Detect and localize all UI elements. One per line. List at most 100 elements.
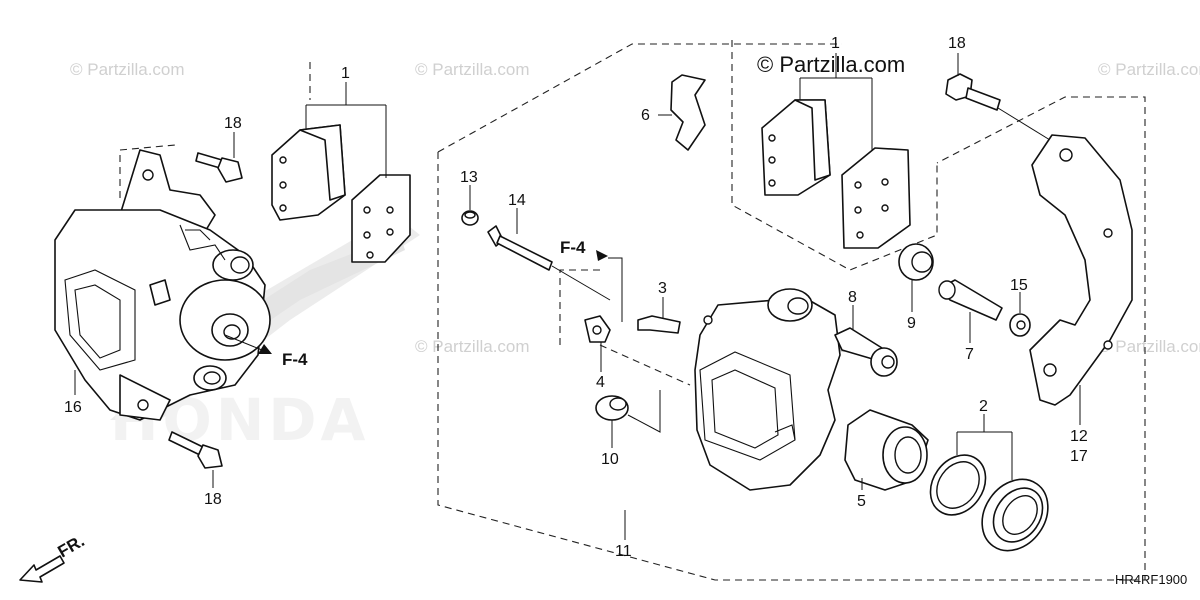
- callout-17: 17: [1070, 448, 1088, 465]
- pad-spring: [185, 229, 211, 241]
- bracket-pin[interactable]: [938, 279, 1003, 321]
- callout-18: 18: [948, 35, 966, 52]
- pad-hole: [363, 231, 371, 239]
- caliper-bracket[interactable]: [1029, 134, 1133, 406]
- bracket-hole: [1059, 148, 1073, 162]
- bleeder-valve: [149, 279, 171, 306]
- brake-pads-right[interactable]: [761, 99, 911, 249]
- callout-14: 14: [508, 192, 526, 209]
- callout-13: 13: [460, 169, 478, 186]
- caliper-face: [64, 269, 136, 371]
- dashed-outline: [599, 344, 691, 386]
- callout-11: 11: [615, 543, 632, 560]
- valve-body: [637, 315, 681, 334]
- callout-8: 8: [848, 289, 857, 306]
- watermark-text: © Partzilla.com: [1098, 337, 1200, 356]
- caliper-assembly-left[interactable]: [54, 149, 272, 421]
- caliper-body-right[interactable]: [694, 288, 841, 491]
- callout-12: 12: [1070, 428, 1088, 445]
- brake-pad-lining: [794, 99, 831, 181]
- callout-7: 7: [965, 346, 974, 363]
- callout-10: 10: [601, 451, 619, 468]
- pin-boot[interactable]: [595, 390, 661, 433]
- watermark-main: © Partzilla.com: [757, 52, 905, 77]
- piston-bore-inner: [223, 324, 241, 340]
- bolt-top-left[interactable]: [195, 152, 243, 183]
- pin-leader: [551, 265, 611, 301]
- bleeder-screw[interactable]: [584, 315, 611, 343]
- pad-hole: [386, 228, 394, 236]
- lower-boss-hole: [203, 371, 221, 385]
- bolt-head: [197, 444, 223, 469]
- caliper-rib: [774, 424, 796, 441]
- arrow-head-icon: [258, 344, 272, 354]
- pad-hole: [881, 178, 889, 186]
- dashed-outline: [559, 269, 600, 345]
- pin-boss-hole: [230, 256, 250, 274]
- pad-hole: [279, 181, 287, 189]
- bracket-hole: [1103, 228, 1113, 238]
- boot-leader: [627, 390, 661, 433]
- pin-head-inner: [881, 355, 895, 369]
- callout-3: 3: [658, 280, 667, 297]
- bracket-hole: [1103, 340, 1113, 350]
- pad-hole: [856, 231, 864, 239]
- pad-hole: [854, 181, 862, 189]
- callout-leader: [799, 53, 873, 150]
- washer[interactable]: [1009, 313, 1031, 337]
- brake-pad: [351, 174, 411, 263]
- bracket-hole: [1043, 363, 1057, 377]
- pad-hole: [279, 204, 287, 212]
- slide-pin[interactable]: [834, 327, 898, 377]
- front-arrow-icon: [19, 555, 65, 583]
- brake-pads-left[interactable]: [271, 124, 411, 263]
- pad-hole: [386, 206, 394, 214]
- pin-boss-hole: [787, 297, 809, 315]
- callout-2: 2: [979, 398, 988, 415]
- cap-top: [464, 211, 476, 219]
- bolt-top-right[interactable]: [945, 73, 1051, 141]
- piston-seals[interactable]: [919, 444, 1061, 563]
- dashed-outline: [119, 144, 176, 198]
- callout-1: 1: [341, 65, 350, 82]
- arrow-head-icon: [596, 250, 608, 261]
- watermark-text: © Partzilla.com: [70, 60, 185, 79]
- pad-spring-part[interactable]: [670, 74, 706, 151]
- pin-end: [938, 280, 956, 300]
- boot-inner: [911, 251, 933, 273]
- brake-pad-lining: [299, 124, 346, 201]
- callout-9: 9: [907, 315, 916, 332]
- caliper-housing: [694, 294, 841, 491]
- bracket-hole: [137, 399, 149, 411]
- f4-label-left: F-4: [282, 350, 308, 369]
- bleeder-valve[interactable]: [637, 315, 681, 334]
- bleeder-cap[interactable]: [461, 210, 479, 226]
- caliper-pin[interactable]: [487, 225, 611, 301]
- callout-15: 15: [1010, 277, 1028, 294]
- bolt-bottom-left[interactable]: [168, 431, 223, 469]
- watermark-text: © Partzilla.com: [415, 60, 530, 79]
- callout-4: 4: [596, 374, 605, 391]
- callout-16: 16: [64, 399, 82, 416]
- pad-hole: [279, 156, 287, 164]
- front-direction-marker: FR.: [19, 531, 88, 583]
- piston[interactable]: [844, 409, 929, 491]
- dust-seal-inner: [1002, 495, 1038, 535]
- bolt-shank: [965, 87, 1001, 111]
- pin-boot-upper[interactable]: [898, 243, 934, 281]
- bolt-leader: [997, 107, 1051, 141]
- f4-label-right: F-4: [560, 238, 586, 257]
- dashed-outline: [437, 43, 842, 153]
- callout-1: 1: [831, 35, 840, 52]
- bracket-tab: [119, 374, 171, 421]
- caliper-face-inner: [711, 369, 779, 449]
- bracket-plate: [1029, 134, 1133, 406]
- washer-hole: [1016, 320, 1026, 330]
- watermark-text: © Partzilla.com: [415, 337, 530, 356]
- pad-hole: [768, 179, 776, 187]
- bolt-head: [217, 157, 243, 183]
- seal-ring-inner: [936, 461, 980, 509]
- callout-leader: [956, 414, 1013, 480]
- callout-18: 18: [224, 115, 242, 132]
